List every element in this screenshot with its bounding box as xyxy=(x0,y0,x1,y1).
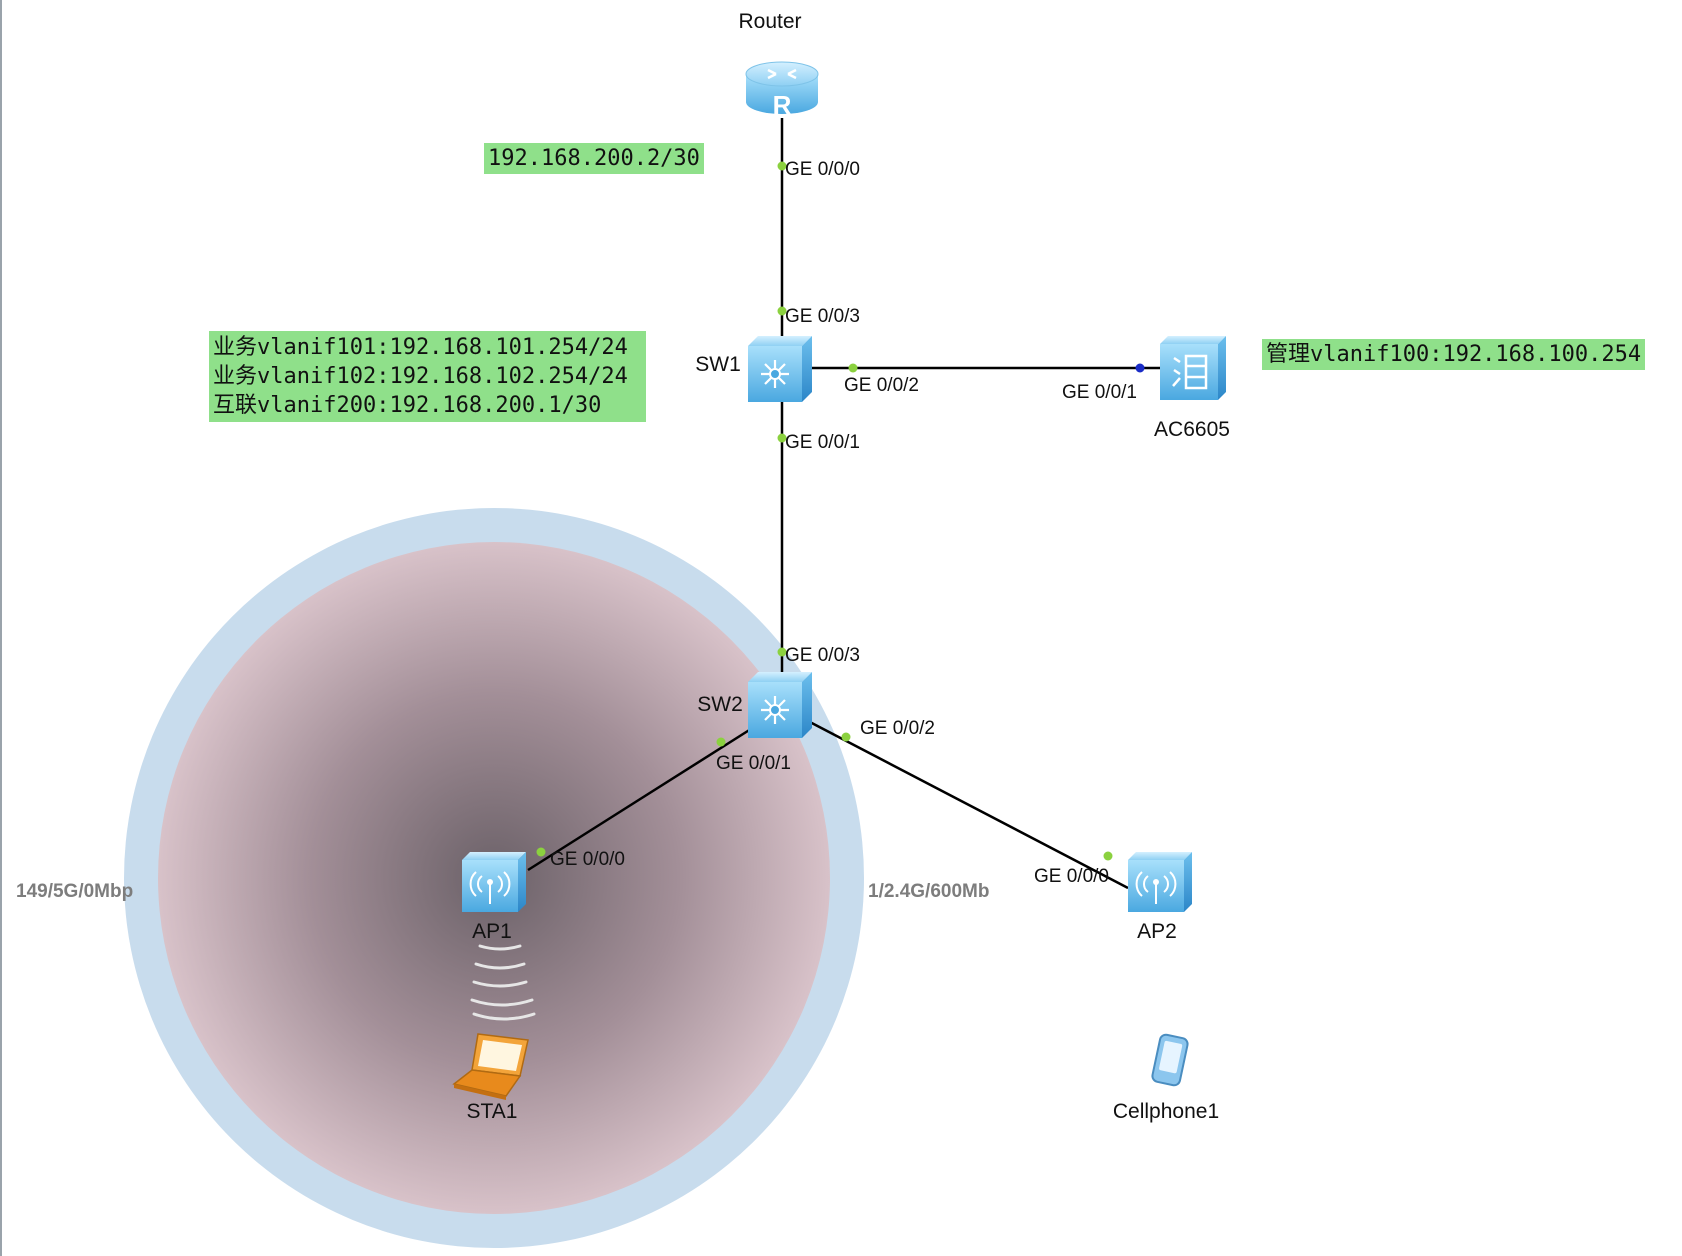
sta1-label: STA1 xyxy=(466,1100,518,1123)
port-label-router-ge000: GE 0/0/0 xyxy=(785,159,860,180)
canvas-left-border xyxy=(0,0,2,1256)
sw1-note-line2: 业务vlanif102:192.168.102.254/24 xyxy=(213,364,628,389)
ap1-label: AP1 xyxy=(472,920,512,943)
radio-label-5g: 149/5G/0Mbp xyxy=(16,881,134,902)
port-label-sw2-ge003: GE 0/0/3 xyxy=(785,645,860,666)
port-dots xyxy=(536,161,1145,861)
links xyxy=(527,118,1160,890)
ap2-icon[interactable] xyxy=(1128,852,1192,912)
sw1-note-line3: 互联vlanif200:192.168.200.1/30 xyxy=(213,393,602,418)
port-label-sw1-ge003: GE 0/0/3 xyxy=(785,306,860,327)
cellphone1-icon[interactable] xyxy=(1151,1033,1189,1087)
port-label-sw2-ge001: GE 0/0/1 xyxy=(716,753,791,774)
sta1-laptop-icon[interactable] xyxy=(452,1033,529,1100)
link-sw2-ap2[interactable] xyxy=(805,718,1129,890)
router-icon[interactable]: R xyxy=(745,61,819,120)
port-label-ap1-ge000: GE 0/0/0 xyxy=(550,849,625,870)
port-label-sw1-ge001: GE 0/0/1 xyxy=(785,432,860,453)
sw1-note-line1: 业务vlanif101:192.168.101.254/24 xyxy=(213,335,628,360)
port-label-ac-ge001: GE 0/0/1 xyxy=(1062,382,1137,403)
radio-label-2-4g: 1/2.4G/600Mb xyxy=(868,881,990,902)
sw2-label: SW2 xyxy=(697,693,743,716)
switch-sw2-icon[interactable] xyxy=(748,672,812,738)
port-label-sw2-ge002: GE 0/0/2 xyxy=(860,718,935,739)
sw1-label: SW1 xyxy=(695,353,741,376)
svg-text:R: R xyxy=(773,90,792,120)
sw1-vlanif-note: 业务vlanif101:192.168.101.254/24 业务vlanif1… xyxy=(209,331,646,422)
ap2-label: AP2 xyxy=(1137,920,1177,943)
switch-sw1-icon[interactable] xyxy=(748,336,812,402)
port-label-ap2-ge000: GE 0/0/0 xyxy=(1034,866,1109,887)
ap1-icon[interactable] xyxy=(462,852,526,912)
cellphone1-label: Cellphone1 xyxy=(1112,1100,1220,1123)
ac-management-note: 管理vlanif100:192.168.100.254 xyxy=(1262,339,1646,370)
wireless-signal-icon xyxy=(470,944,536,1021)
ac6605-controller-icon[interactable] xyxy=(1160,336,1226,400)
port-label-sw1-ge002: GE 0/0/2 xyxy=(844,375,919,396)
ac6605-label: AC6605 xyxy=(1154,418,1230,441)
router-label: Router xyxy=(738,10,802,33)
link-sw2-ap1[interactable] xyxy=(527,720,763,872)
router-ip-note: 192.168.200.2/30 xyxy=(484,143,704,174)
